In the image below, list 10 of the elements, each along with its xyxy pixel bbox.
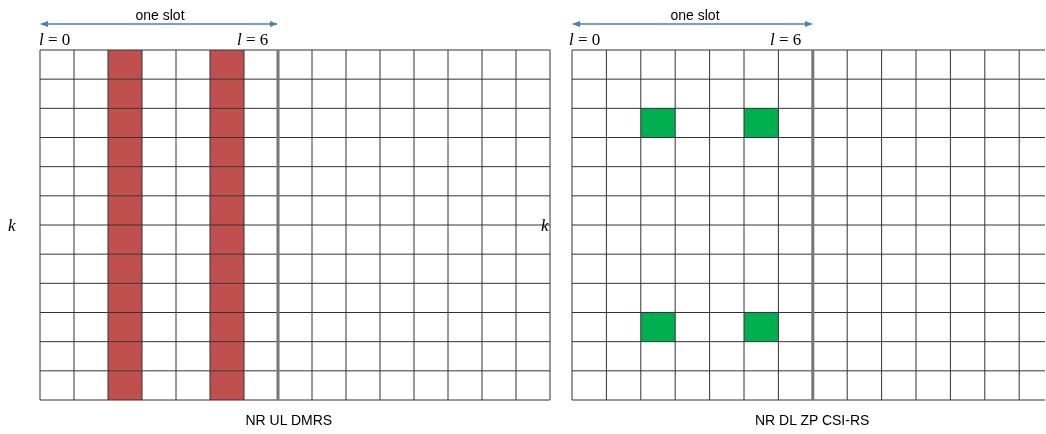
symbol-index-label: l = 6 (770, 31, 802, 48)
panel-caption: NR DL ZP CSI-RS (755, 413, 870, 427)
dimension-label: one slot (670, 8, 720, 22)
symbol-index-label: l = 6 (237, 31, 269, 48)
axis-label: k (8, 217, 16, 234)
dimension-label: one slot (135, 8, 185, 22)
panel-caption: NR UL DMRS (245, 413, 333, 427)
axis-label: k (541, 217, 549, 234)
symbol-index-label: l = 0 (569, 31, 601, 48)
symbol-index-label: l = 0 (39, 31, 71, 48)
